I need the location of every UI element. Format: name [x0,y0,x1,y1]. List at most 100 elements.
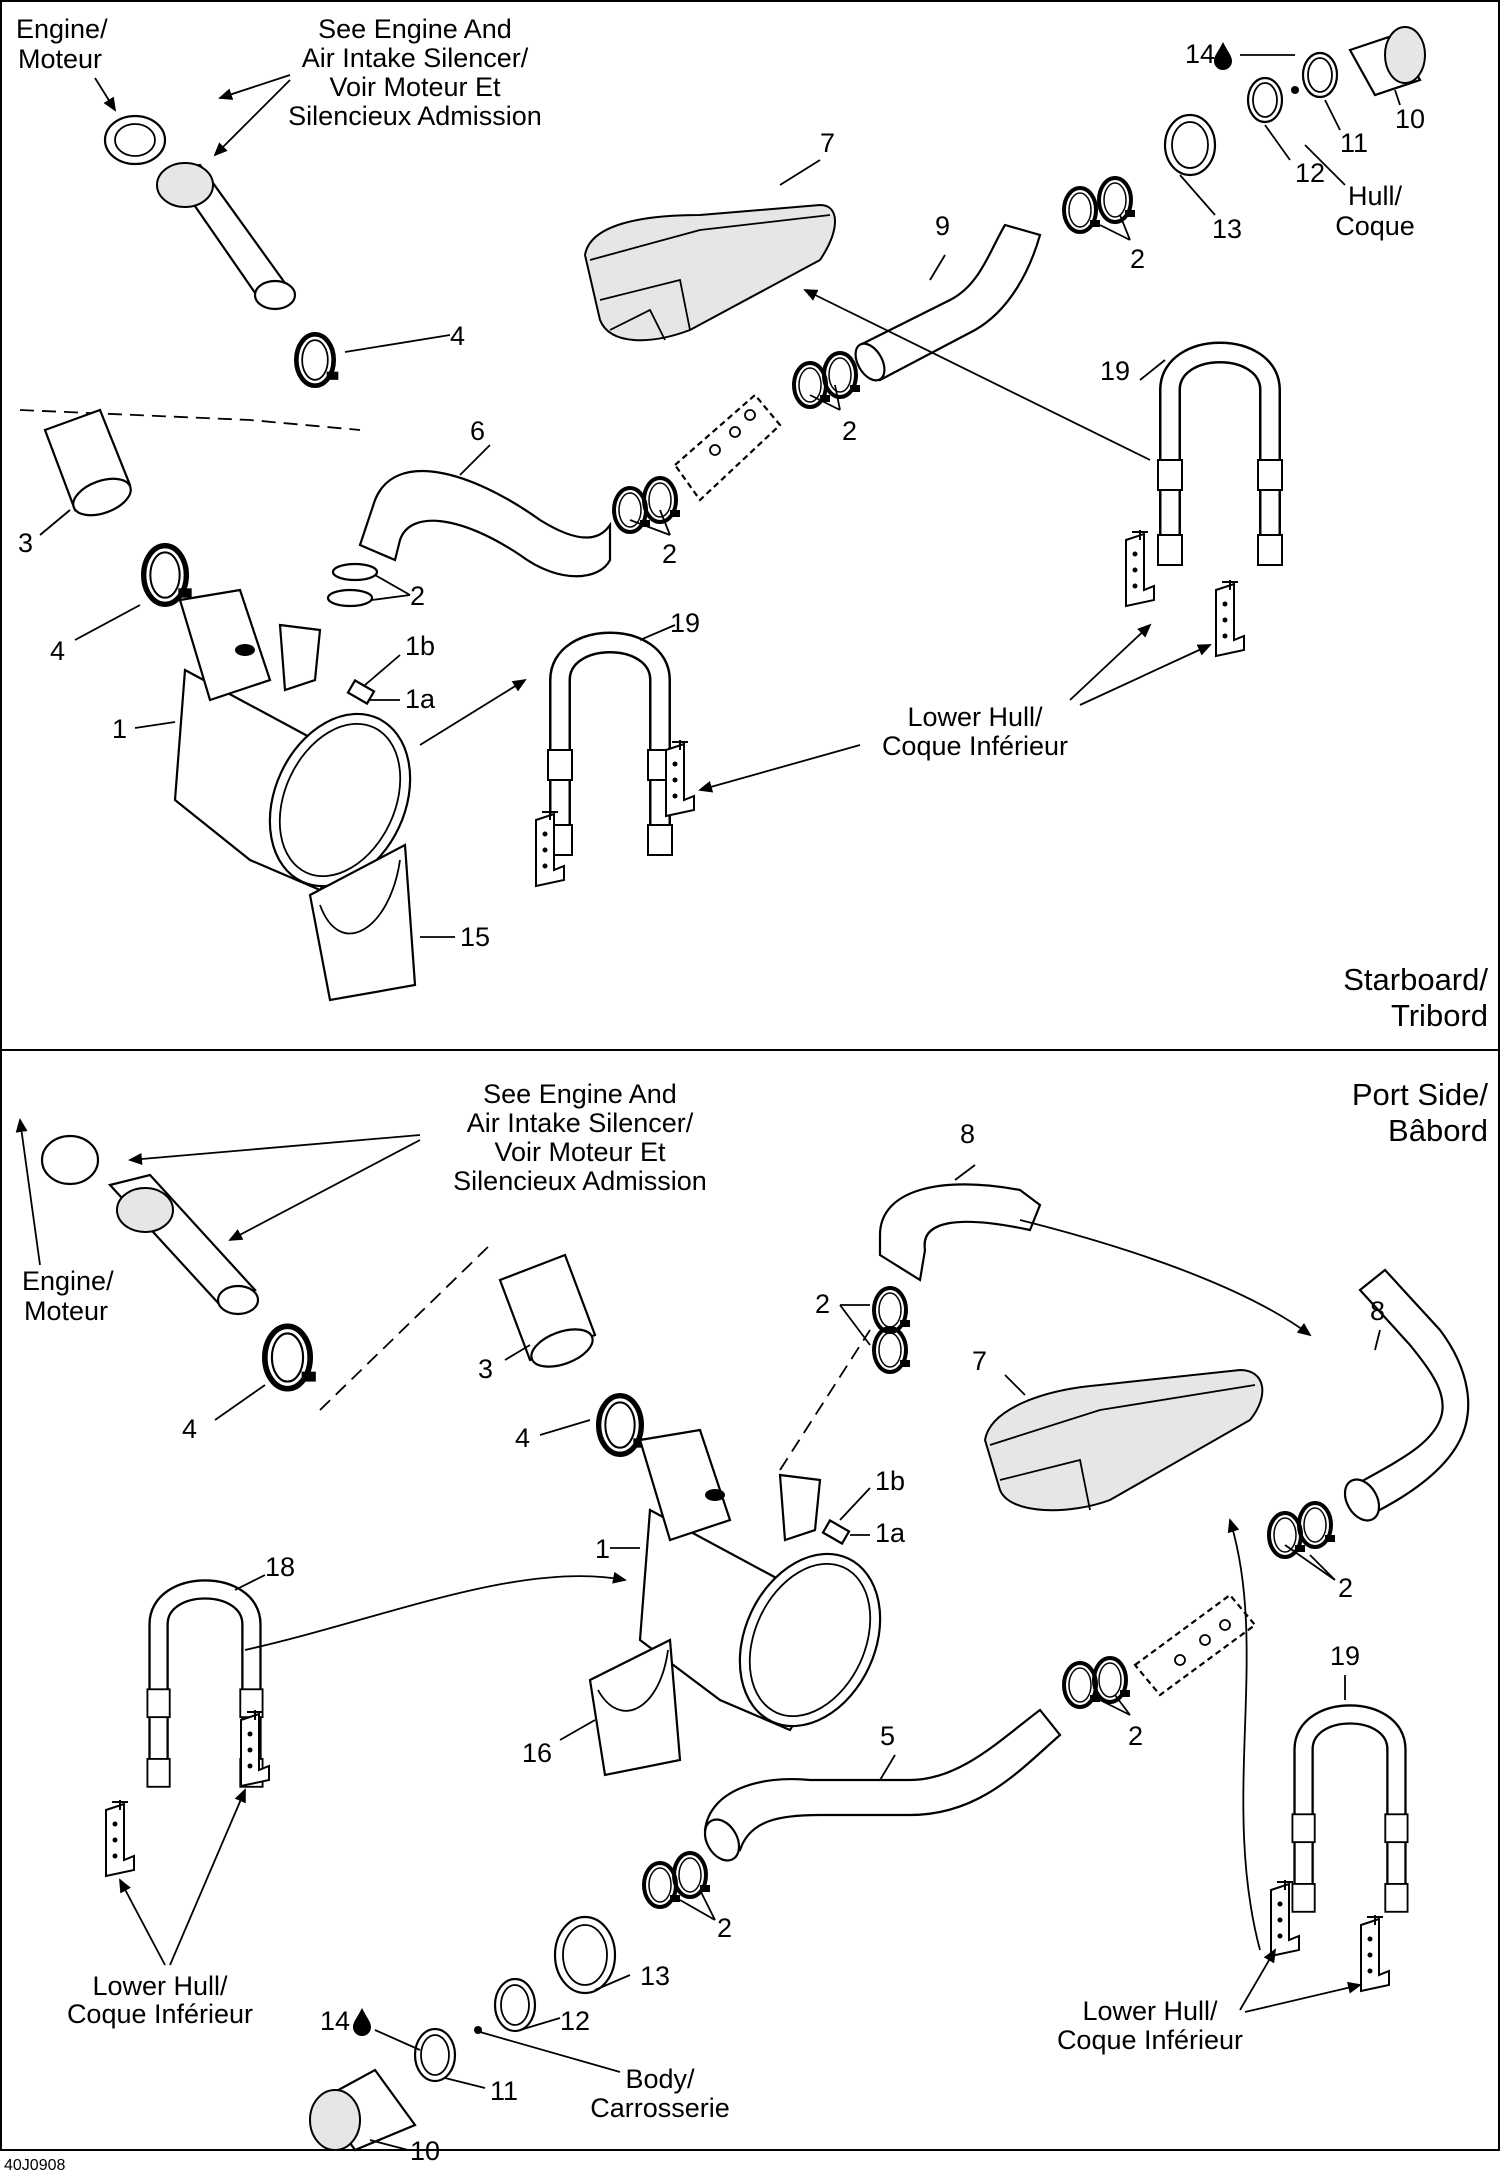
sealant-drop-icon [1214,42,1232,70]
gasket-12 [1246,76,1284,124]
callout-12: 12 [1295,158,1325,188]
callout-1b: 1b [405,631,435,661]
sleeve-3-port [498,1253,597,1368]
hose-8 [878,1183,1042,1282]
note-lower-hull-left-line2: Coque Inférieur [67,1999,253,2029]
callout-10: 10 [1395,104,1425,134]
callout-8-top: 8 [960,1119,975,1149]
port-title-line2: Bâbord [1388,1113,1488,1148]
silencer-7 [583,203,836,342]
callout-6: 6 [470,416,485,446]
callout-2-top: 2 [1130,244,1145,274]
callout-4-port-mid: 4 [515,1423,530,1453]
figure-id: 40J0908 [4,2157,65,2174]
callout-2-port-lower: 2 [1128,1721,1143,1751]
hose-6 [358,469,612,578]
callout-2-port-top: 2 [815,1289,830,1319]
callout-1a: 1a [405,684,436,714]
callout-19-port: 19 [1330,1641,1360,1671]
note-see-engine-port-line4: Silencieux Admission [453,1166,707,1196]
callout-4-upper: 4 [450,321,465,351]
callout-11-port: 11 [490,2076,518,2106]
callout-13-port: 13 [640,1961,670,1991]
note-engine-port-line1: Engine/ [22,1266,114,1296]
callout-4-port-left: 4 [182,1414,197,1444]
note-engine-port-line2: Moteur [24,1296,108,1326]
gasket-12-port [493,1977,537,2033]
outlet-10 [1348,26,1426,97]
callout-19-right: 19 [1100,356,1130,386]
note-lower-hull-line2: Coque Inférieur [882,731,1068,761]
callout-13: 13 [1212,214,1242,244]
starboard-title-line2: Tribord [1391,998,1488,1033]
callout-2-upper-mid: 2 [842,416,857,446]
sleeve-3 [43,408,132,517]
note-see-engine-line3: Voir Moteur Et [329,72,501,102]
callout-11: 11 [1340,128,1368,158]
callout-14-port: 14 [320,2006,350,2036]
starboard-panel: Starboard/ Tribord Engine/ Moteur See En… [16,14,1488,1033]
callout-5: 5 [880,1721,895,1751]
note-lower-hull-line1: Lower Hull/ [907,702,1043,732]
callout-14: 14 [1185,39,1215,69]
note-see-engine-line2: Air Intake Silencer/ [302,43,529,73]
callout-3: 3 [18,528,33,558]
callout-7-port: 7 [972,1346,987,1376]
callout-9: 9 [935,211,950,241]
muffler-1 [173,588,412,892]
note-body-line2: Carrosserie [590,2093,730,2123]
note-see-engine-line1: See Engine And [318,14,512,44]
note-engine-line1: Engine/ [16,14,108,44]
engine-coupling-port [40,1134,260,1316]
callout-2-muffler: 2 [410,581,425,611]
port-title-line1: Port Side/ [1352,1077,1489,1112]
note-see-engine-port-line1: See Engine And [483,1079,677,1109]
callout-2-port-bottom: 2 [717,1913,732,1943]
outlet-10-port [309,2068,417,2152]
callout-10-port: 10 [410,2136,440,2166]
muffler-1-port [638,1428,882,1732]
callout-16: 16 [522,1738,552,1768]
callout-1-port: 1 [595,1534,610,1564]
note-hull-line2: Coque [1335,211,1415,241]
callout-12-port: 12 [560,2006,590,2036]
callout-15: 15 [460,922,490,952]
note-body-line1: Body/ [625,2064,695,2094]
note-lower-hull-right-line1: Lower Hull/ [1082,1996,1218,2026]
support-15 [308,843,417,1002]
callout-19-center: 19 [670,608,700,638]
note-engine-line2: Moteur [18,44,102,74]
note-see-engine-port-line2: Air Intake Silencer/ [467,1108,694,1138]
note-lower-hull-left-line1: Lower Hull/ [92,1971,228,2001]
port-panel: Port Side/ Bâbord Engine/ Moteur See Eng… [15,1077,1489,2166]
callout-3-port: 3 [478,1354,493,1384]
flange-13-port [553,1915,617,1995]
gasket-11-port [413,2027,457,2083]
hose-5 [703,1708,1062,1852]
note-lower-hull-right-line2: Coque Inférieur [1057,2025,1243,2055]
callout-1: 1 [112,714,127,744]
callout-18: 18 [265,1552,295,1582]
support-16 [588,1638,682,1777]
note-see-engine-port-line3: Voir Moteur Et [494,1137,666,1167]
flange-13 [1163,113,1217,177]
hose-9 [858,223,1042,382]
perforated-tube [673,393,782,502]
engine-coupling [103,114,297,311]
starboard-title-line1: Starboard/ [1343,962,1488,997]
note-hull-line1: Hull/ [1348,181,1403,211]
hose-8-right [1353,1268,1470,1517]
callout-2-port-right: 2 [1338,1573,1353,1603]
callout-2-mid: 2 [662,539,677,569]
callout-1b-port: 1b [875,1466,905,1496]
callout-8-right: 8 [1370,1296,1385,1326]
silencer-7-port [983,1368,1264,1512]
port-panel-frame [0,1049,1500,2151]
sealant-drop-icon-port [353,2008,371,2036]
callout-4-lower: 4 [50,636,65,666]
gasket-11 [1301,51,1339,99]
perforated-tube-port [1133,1593,1257,1697]
note-see-engine-line4: Silencieux Admission [288,101,542,131]
callout-7: 7 [820,128,835,158]
